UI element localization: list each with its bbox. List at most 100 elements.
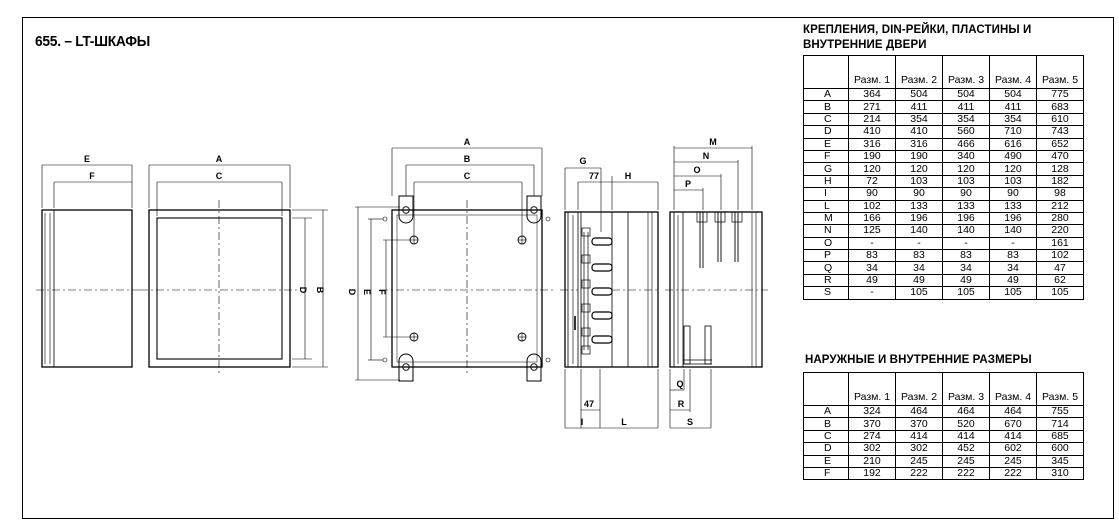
table-cell: 103 — [942, 174, 990, 189]
table-cell: 504 — [989, 87, 1037, 102]
dim-label-h: H — [625, 171, 632, 181]
table-cell: 504 — [895, 87, 943, 102]
table-cell: 652 — [1036, 137, 1084, 151]
table-cell: 192 — [848, 466, 896, 481]
table-cell: 316 — [848, 137, 896, 151]
table1-title: КРЕПЛЕНИЯ, DIN-РЕЙКИ, ПЛАСТИНЫ И ВНУТРЕН… — [803, 23, 1031, 53]
table-header-row: Разм. 1 Разм. 2 Разм. 3 Разм. 4 Разм. 5 — [803, 372, 1084, 406]
row-label: E — [803, 454, 849, 468]
page-frame — [22, 17, 1114, 519]
table-cell: 105 — [942, 286, 990, 300]
table-cell: 90 — [895, 187, 943, 201]
table-cell: 324 — [848, 404, 896, 419]
table-cell: 414 — [989, 429, 1037, 444]
column-header: Разм. 5 — [1036, 372, 1084, 406]
table-cell: 340 — [942, 149, 990, 164]
table-cell: - — [848, 286, 896, 300]
dim-label-s: S — [687, 417, 693, 427]
table-cell: 452 — [942, 442, 990, 456]
row-label: G — [803, 162, 849, 176]
row-label: F — [803, 149, 849, 164]
side-profile-view — [36, 164, 140, 368]
table-cell: 222 — [895, 466, 943, 481]
table-cell: 410 — [848, 125, 896, 139]
row-label: N — [803, 224, 849, 238]
table-cell: 685 — [1036, 429, 1084, 444]
table-cell: 140 — [942, 224, 990, 238]
table-cell: 370 — [848, 417, 896, 431]
table-cell: 133 — [895, 199, 943, 213]
table-cell: 83 — [895, 249, 943, 263]
table-cell: - — [848, 236, 896, 251]
table-cell: 280 — [1036, 211, 1084, 226]
mount-dim-label-b: B — [464, 154, 471, 164]
table-cell: 90 — [989, 187, 1037, 201]
table-cell: 49 — [989, 273, 1037, 288]
table-cell: 245 — [942, 454, 990, 468]
column-header: Разм. 3 — [942, 372, 990, 406]
dim-label-p: P — [685, 179, 691, 189]
table-cell: 710 — [989, 125, 1037, 139]
table-cell: 490 — [989, 149, 1037, 164]
table-cell: 755 — [1036, 404, 1084, 419]
table-cell: 210 — [848, 454, 896, 468]
mount-dim-label-f: F — [377, 289, 387, 295]
table-cell: 83 — [848, 249, 896, 263]
row-label: O — [803, 236, 849, 251]
row-label: P — [803, 249, 849, 263]
row-label: A — [803, 404, 849, 419]
rear-section-view — [665, 146, 768, 429]
table-cell: 196 — [989, 211, 1037, 226]
table-cell: 245 — [895, 454, 943, 468]
table-cell: 743 — [1036, 125, 1084, 139]
table-cell: 274 — [848, 429, 896, 444]
column-header: Разм. 1 — [848, 372, 896, 406]
table-cell: 90 — [942, 187, 990, 201]
fastenings-table: Разм. 1 Разм. 2 Разм. 3 Разм. 4 Разм. 5 … — [803, 55, 1084, 300]
table-cell: 610 — [1036, 112, 1084, 127]
table-cell: 105 — [895, 286, 943, 300]
table-corner-cell — [803, 372, 849, 406]
table1-title-line1: КРЕПЛЕНИЯ, DIN-РЕЙКИ, ПЛАСТИНЫ И — [803, 24, 1032, 36]
row-label: D — [803, 442, 849, 456]
table-cell: 364 — [848, 87, 896, 102]
dim-label-f: F — [89, 171, 95, 181]
mount-dim-label-c: C — [464, 171, 471, 181]
dim-label-e: E — [84, 154, 90, 164]
table-cell: 214 — [848, 112, 896, 127]
table-cell: 354 — [942, 112, 990, 127]
table-cell: 683 — [1036, 100, 1084, 114]
table-cell: 414 — [942, 429, 990, 444]
table-cell: 302 — [848, 442, 896, 456]
column-header: Разм. 2 — [895, 372, 943, 406]
table-cell: 411 — [895, 100, 943, 114]
dim-label-l: L — [621, 417, 627, 427]
dim-label-r: R — [678, 399, 685, 409]
table-cell: 470 — [1036, 149, 1084, 164]
table-cell: 370 — [895, 417, 943, 431]
table2-title: НАРУЖНЫЕ И ВНУТРЕННИЕ РАЗМЕРЫ — [805, 354, 1032, 366]
row-label: A — [803, 87, 849, 102]
table-cell: 47 — [1036, 261, 1084, 275]
row-label: L — [803, 199, 849, 213]
column-header: Разм. 5 — [1036, 55, 1084, 89]
column-header: Разм. 3 — [942, 55, 990, 89]
table-cell: 125 — [848, 224, 896, 238]
dim-label-c: C — [216, 171, 223, 181]
table-cell: 520 — [942, 417, 990, 431]
table-cell: 190 — [895, 149, 943, 164]
table-header-row: Разм. 1 Разм. 2 Разм. 3 Разм. 4 Разм. 5 — [803, 55, 1084, 89]
row-label: R — [803, 273, 849, 288]
dim-label-g: G — [579, 156, 586, 166]
table-cell: 34 — [942, 261, 990, 275]
